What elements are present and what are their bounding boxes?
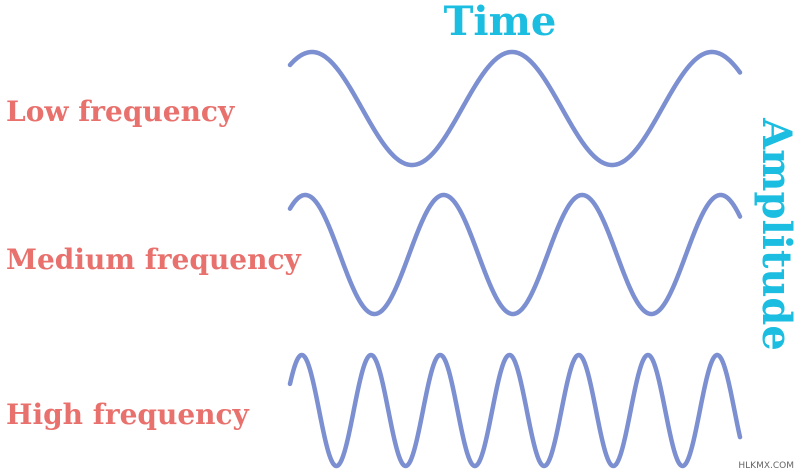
label-high-frequency: High frequency [6,398,249,431]
label-low-frequency: Low frequency [6,95,235,128]
wave-medium-frequency [287,192,743,317]
wave-low-frequency [287,49,743,168]
watermark: HLKMX.COM [738,461,794,471]
label-medium-frequency: Medium frequency [6,243,301,276]
title-time: Time [443,0,557,45]
wave-high-frequency [287,352,743,469]
